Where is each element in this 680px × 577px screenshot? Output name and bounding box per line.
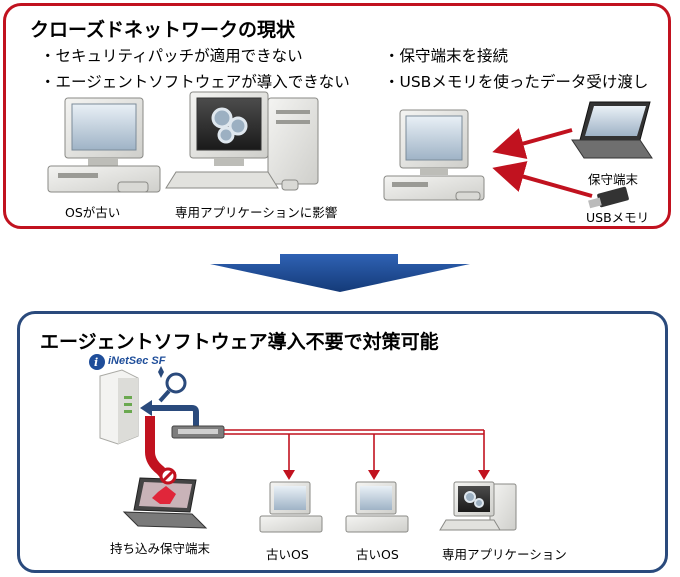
inetsec-logo-icon: i <box>89 354 105 370</box>
solution-title: エージェントソフトウェア導入不要で対策可能 <box>40 331 439 353</box>
network-switch-icon <box>171 425 225 439</box>
caption-brought-in-laptop: 持ち込み保守端末 <box>110 541 211 556</box>
solution-panel <box>17 311 668 573</box>
bullet-maintenance-terminal: ・保守端末を接続 <box>384 47 509 65</box>
block-path <box>145 416 168 478</box>
caption-old-os-2: 古いOS <box>356 547 399 562</box>
blocked-icon <box>159 467 177 485</box>
network-lines <box>224 429 485 472</box>
magnifier-icon <box>158 366 187 403</box>
caption-old-os-1: 古いOS <box>266 547 309 562</box>
bullet-usb-transfer: ・USBメモリを使ったデータ受け渡し <box>384 73 649 91</box>
caption-old-os: OSが古い <box>65 205 121 220</box>
detection-arrow <box>150 405 199 426</box>
dedicated-app-pc-bottom-icon <box>439 481 517 531</box>
bullet-agent-software: ・エージェントソフトウェアが導入できない <box>40 73 350 91</box>
current-state-panel <box>3 3 671 229</box>
product-logo-text: iNetSec SF <box>108 355 166 367</box>
old-os-pc-1-icon <box>259 481 323 533</box>
transition-arrow <box>210 254 470 292</box>
bullet-security-patch: ・セキュリティパッチが適用できない <box>40 47 303 65</box>
caption-dedicated-app-bottom: 専用アプリケーション <box>442 547 567 562</box>
blocked-laptop-icon <box>122 477 208 529</box>
laptop-connect-arrow <box>492 128 573 159</box>
svg-text:i: i <box>94 356 98 369</box>
usb-connect-arrow <box>492 161 593 198</box>
old-os-pc-2-icon <box>345 481 409 533</box>
caption-maintenance-laptop: 保守端末 <box>588 172 639 187</box>
caption-dedicated-app: 専用アプリケーションに影響 <box>175 205 338 220</box>
old-pc-icon <box>47 97 161 193</box>
current-state-title: クローズドネットワークの現状 <box>30 19 296 41</box>
sensor-appliance-icon <box>99 369 139 445</box>
caption-usb-memory: USBメモリ <box>586 210 650 225</box>
usb-memory-icon <box>588 186 629 209</box>
maintenance-laptop-icon <box>571 101 653 159</box>
dedicated-app-pc-icon <box>165 91 319 191</box>
target-pc-icon <box>383 109 485 201</box>
